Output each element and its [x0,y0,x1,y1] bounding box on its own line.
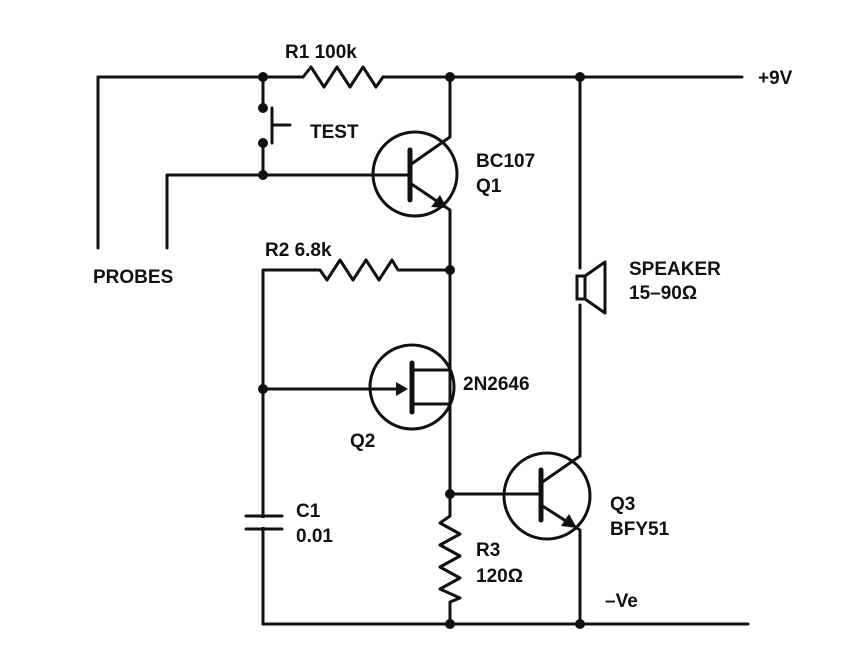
q1-emitter-arrow [431,195,447,208]
r3-value-label: 120Ω [476,566,523,587]
q1-collector-lead [408,75,452,167]
r3-name-label: R3 [476,540,500,561]
c1-name-label: C1 [296,501,321,522]
supply-positive-label: +9V [758,68,793,89]
q1-part-label: BC107 [476,151,535,172]
junction-dot [258,103,268,113]
junction-dot [575,72,585,82]
junction-dot [258,384,268,394]
junction-dot [258,138,268,148]
q3-collector-lead [539,454,582,485]
q2-ujt-body [368,343,456,431]
q3-name-label: Q3 [610,494,635,515]
c1-value-label: 0.01 [296,526,333,547]
q3-emitter-lead [539,503,582,626]
r2-label: R2 6.8k [265,240,332,261]
r1-resistor [301,65,385,89]
junction-dot [445,489,455,499]
q2-emitter-arrow [396,382,408,396]
q2-name-label: Q2 [350,431,375,452]
c1-gap [258,518,268,527]
junction-dot [258,170,268,180]
speaker-label: SPEAKER [629,259,721,280]
junction-dot [445,72,455,82]
q2-part-label: 2N2646 [463,374,530,395]
q3-transistor-body [502,451,592,541]
r2-resistor [261,258,452,626]
q1-emitter-lead [408,181,452,272]
test-switch [270,106,292,145]
r1-label: R1 100k [285,42,357,63]
probe-right-wire [165,173,265,250]
q2-base-leads [410,368,452,406]
c1-capacitor [244,514,284,531]
q3-part-label: BFY51 [610,519,670,540]
speaker-symbol [575,274,587,301]
supply-negative-label: –Ve [605,591,638,612]
speaker-range-label: 15–90Ω [629,283,697,304]
r3-resistor [438,514,462,604]
q3-emitter-arrow [561,514,577,528]
junction-dot [258,72,268,82]
junction-dot [575,619,585,629]
q1-name-label: Q1 [476,176,502,197]
speaker-cone [583,260,607,315]
probes-label: PROBES [93,267,173,288]
junction-dot [445,619,455,629]
test-label: TEST [310,122,359,143]
junction-dot [445,265,455,275]
